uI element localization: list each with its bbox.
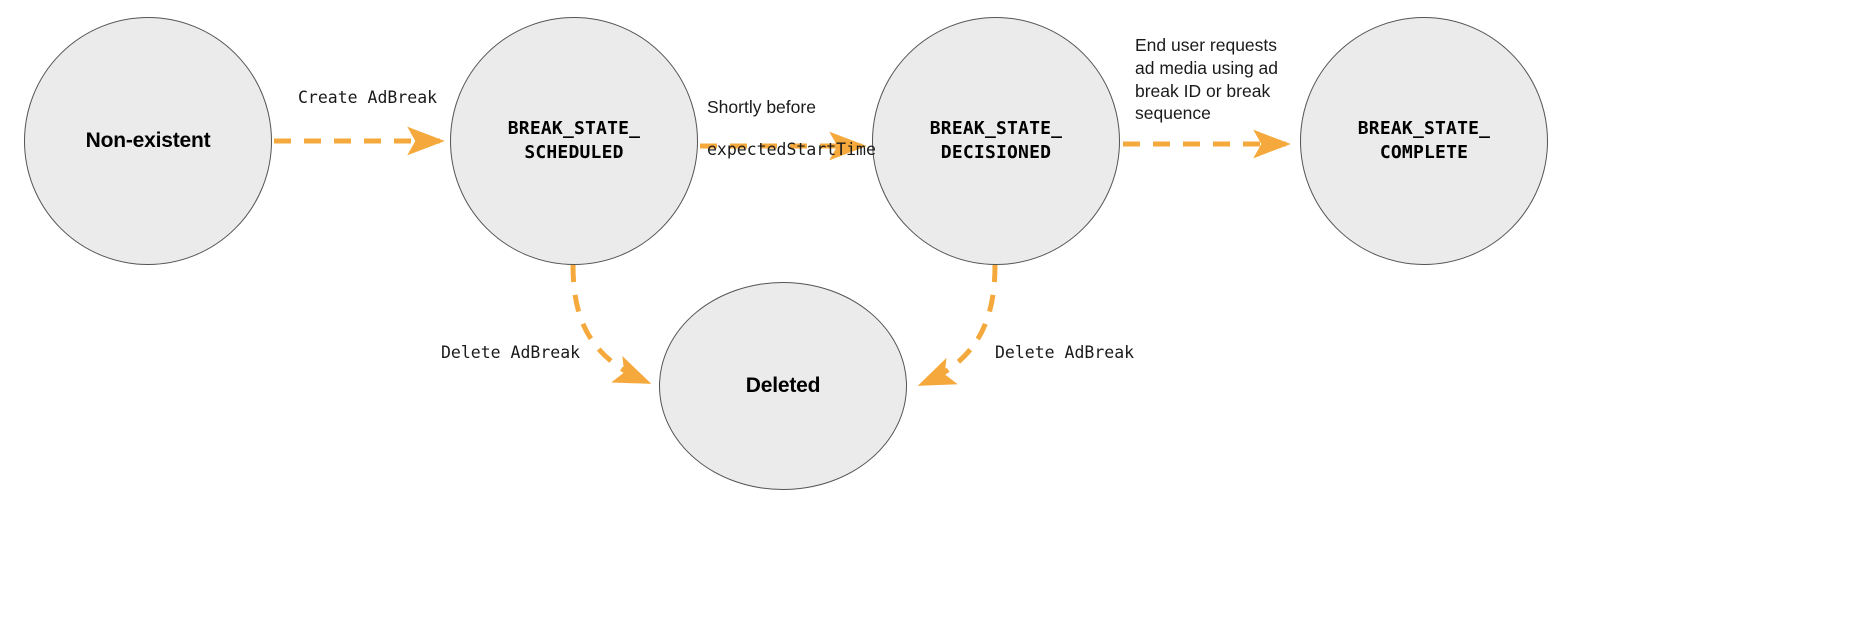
- edge-label-line-2: expectedStartTime: [707, 140, 876, 160]
- edge-label-delete-adbreak-from-decisioned: Delete AdBreak: [995, 343, 1135, 362]
- state-node-non-existent[interactable]: Non-existent: [24, 17, 272, 265]
- state-node-label: BREAK_STATE_ SCHEDULED: [507, 118, 641, 163]
- edge-label-shortly-before-expectedstarttime: Shortly before expectedStartTime: [707, 75, 876, 182]
- state-node-break-state-complete[interactable]: BREAK_STATE_ COMPLETE: [1300, 17, 1548, 265]
- edge-delete-adbreak-from-decisioned: [917, 264, 998, 387]
- state-node-break-state-decisioned[interactable]: BREAK_STATE_ DECISIONED: [872, 17, 1120, 265]
- edge-label-delete-adbreak-from-scheduled: Delete AdBreak: [441, 343, 581, 362]
- state-node-label: BREAK_STATE_ COMPLETE: [1357, 118, 1491, 163]
- edge-delete-adbreak-from-scheduled: [570, 264, 652, 385]
- edge-label-line-1: Shortly before: [707, 96, 816, 117]
- edge-label-create-adbreak: Create AdBreak: [298, 88, 438, 107]
- state-node-break-state-scheduled[interactable]: BREAK_STATE_ SCHEDULED: [450, 17, 698, 265]
- edge-label-end-user-requests-ad-media: End user requests ad media using ad brea…: [1135, 35, 1279, 124]
- state-node-label: Non-existent: [85, 129, 211, 153]
- state-node-label: BREAK_STATE_ DECISIONED: [929, 118, 1063, 163]
- state-node-deleted[interactable]: Deleted: [659, 282, 907, 490]
- state-node-label: Deleted: [745, 374, 821, 398]
